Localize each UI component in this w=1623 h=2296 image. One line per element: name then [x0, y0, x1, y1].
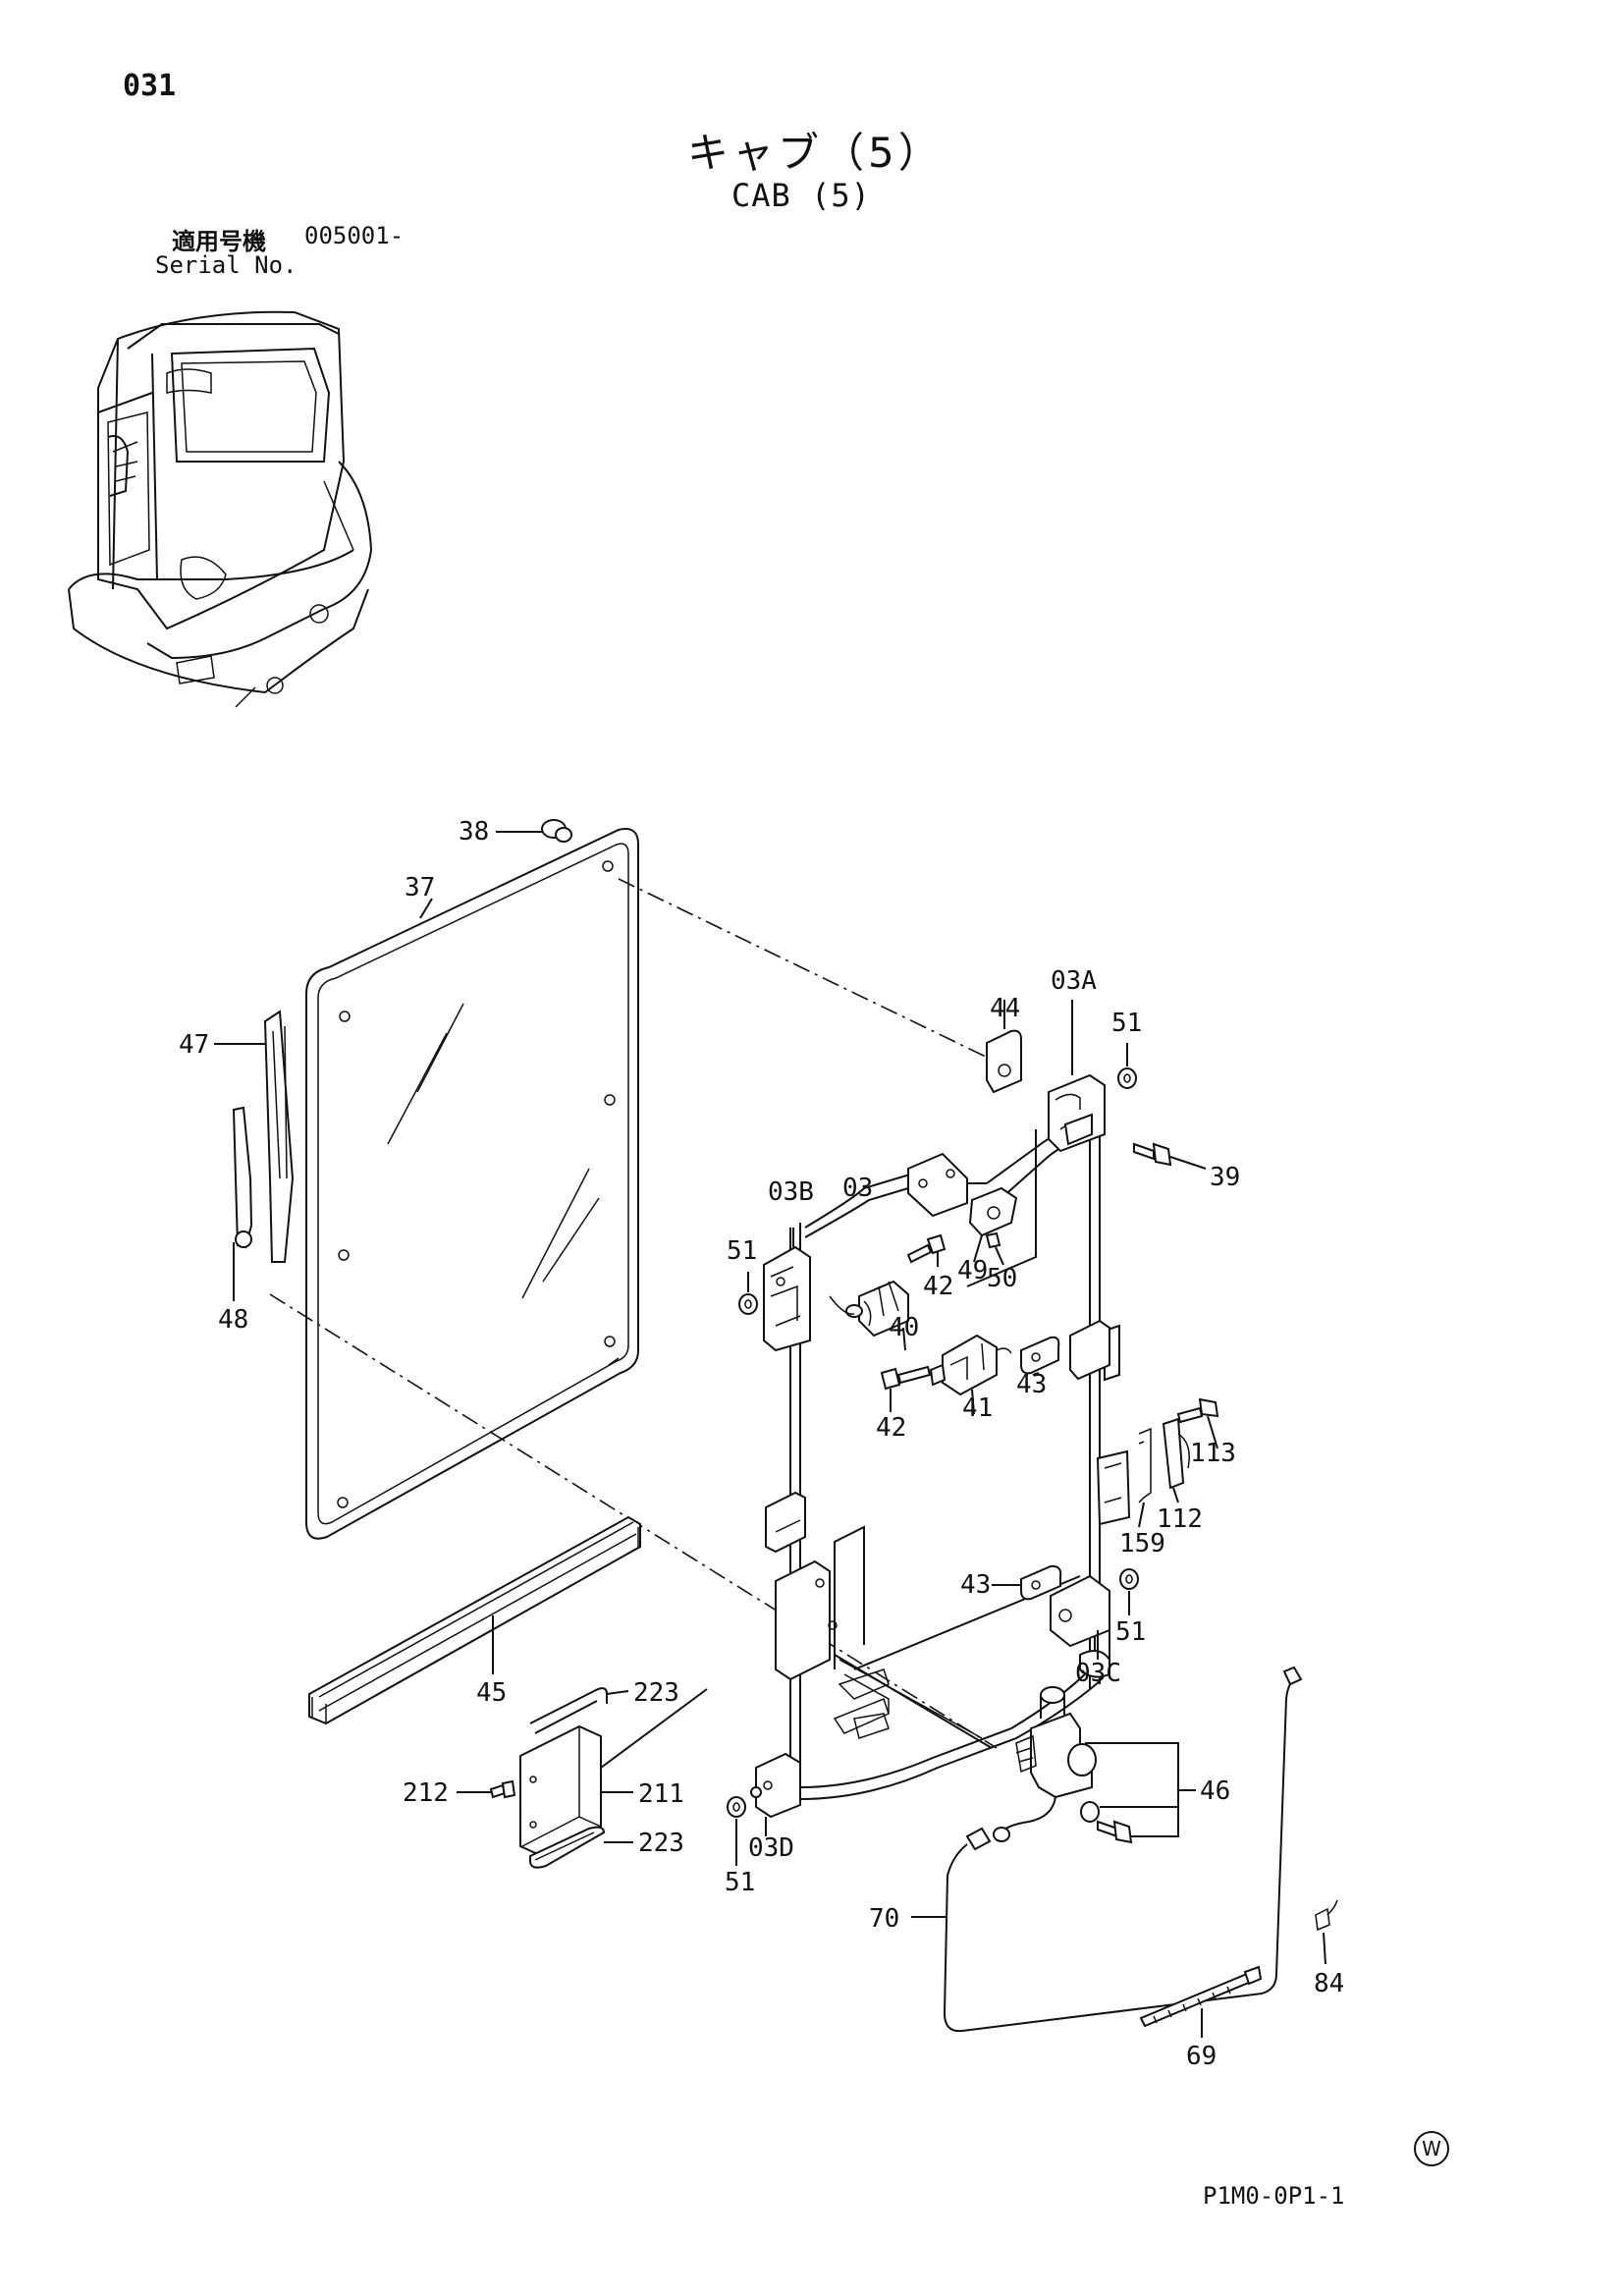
part-03B-hinge [763, 1228, 811, 1352]
callout-49: 49 [957, 1256, 988, 1285]
callout-43-lower: 43 [960, 1570, 991, 1600]
callout-37: 37 [405, 873, 435, 902]
part-223-trim-lower [529, 1826, 633, 1869]
part-51-washer-bottom [727, 1796, 746, 1866]
callout-48: 48 [218, 1305, 248, 1335]
part-48-wiper-arm [232, 1106, 253, 1301]
part-50-screw [985, 1231, 1004, 1266]
part-43-plate-lower [992, 1564, 1062, 1601]
page-title-en: CAB (5) [731, 177, 871, 214]
part-211-cover [519, 1688, 708, 1858]
callout-43-upper: 43 [1016, 1370, 1047, 1399]
callout-50: 50 [987, 1264, 1017, 1293]
callout-223-upper: 223 [633, 1678, 679, 1708]
callout-47: 47 [179, 1030, 209, 1060]
serial-label-jp: 適用号機 [172, 228, 266, 255]
part-39-bolt [1133, 1142, 1207, 1170]
part-47-wiper-blade [214, 1010, 295, 1263]
callout-159: 159 [1119, 1529, 1165, 1558]
part-44-plate [986, 1000, 1022, 1094]
part-70-wire-harness [911, 1666, 1303, 2033]
callout-212: 212 [403, 1778, 449, 1808]
part-41-latch [929, 1334, 1012, 1415]
callout-40: 40 [889, 1313, 919, 1342]
page-number: 031 [123, 69, 177, 103]
part-51-washer-left [738, 1272, 758, 1315]
serial-label-en: Serial No. [155, 251, 298, 279]
part-40-latch [829, 1280, 909, 1351]
part-46-switch-assembly [993, 1686, 1196, 1844]
callout-113: 113 [1190, 1439, 1236, 1468]
part-43-plate-upper [1020, 1319, 1110, 1381]
callout-70: 70 [869, 1904, 899, 1934]
part-212-screw [457, 1779, 516, 1799]
part-03D-hinge [750, 1752, 801, 1836]
callout-41: 41 [962, 1394, 993, 1423]
callout-51-right: 51 [1115, 1617, 1146, 1647]
callout-51-bottom: 51 [725, 1868, 755, 1897]
part-38-grommet [496, 819, 572, 843]
serial-value: 005001- [304, 222, 405, 249]
callout-223-lower: 223 [638, 1829, 684, 1858]
callout-84: 84 [1314, 1969, 1344, 1998]
callout-42-upper: 42 [923, 1272, 953, 1301]
callout-112: 112 [1157, 1504, 1203, 1534]
part-84-clip [1315, 1899, 1338, 1965]
drawing-code: P1M0-0P1-1 [1203, 2182, 1345, 2210]
callout-211: 211 [638, 1779, 684, 1809]
callout-labels: 38 37 47 48 44 03A 51 39 03B 03 51 42 49… [179, 817, 1344, 2071]
part-112-bracket [1162, 1417, 1190, 1503]
callout-03C: 03C [1075, 1659, 1121, 1688]
callout-03D: 03D [748, 1833, 794, 1863]
part-113-bolt [1176, 1397, 1219, 1449]
callout-51-top: 51 [1111, 1009, 1142, 1038]
part-37-glass-panel [305, 828, 639, 1540]
callout-42-lower: 42 [876, 1413, 906, 1443]
callout-69: 69 [1186, 2042, 1217, 2071]
cab-overview-illustration [68, 310, 373, 708]
w-circle-mark: W [1414, 2131, 1449, 2166]
callout-45: 45 [476, 1678, 507, 1708]
part-49-striker [968, 1186, 1018, 1263]
part-42-screw-upper [906, 1233, 947, 1267]
part-45-rail [308, 1515, 641, 1725]
callout-03B: 03B [768, 1177, 814, 1207]
part-42-screw-lower [880, 1365, 932, 1412]
part-03-door-frame [765, 1095, 1120, 1800]
part-51-washer-right [1119, 1568, 1139, 1615]
part-159-clip [1138, 1427, 1152, 1528]
part-03C-hinge [1050, 1574, 1110, 1660]
part-03A-hinge [1048, 1000, 1106, 1153]
callout-51-left: 51 [727, 1236, 757, 1266]
part-223-trim-upper [529, 1687, 629, 1734]
callout-39: 39 [1210, 1163, 1240, 1192]
page-title-jp: キャブ（5） [687, 129, 944, 177]
callout-46: 46 [1200, 1777, 1230, 1806]
callout-03: 03 [842, 1174, 873, 1203]
callout-38: 38 [459, 817, 489, 847]
part-69-cable-tie [1139, 1965, 1263, 2038]
callout-44: 44 [990, 994, 1020, 1023]
part-51-washer-top [1117, 1043, 1137, 1089]
frame-lock [1096, 1449, 1131, 1526]
frame-upper-bracket [907, 1152, 968, 1218]
callout-03A: 03A [1051, 966, 1097, 996]
